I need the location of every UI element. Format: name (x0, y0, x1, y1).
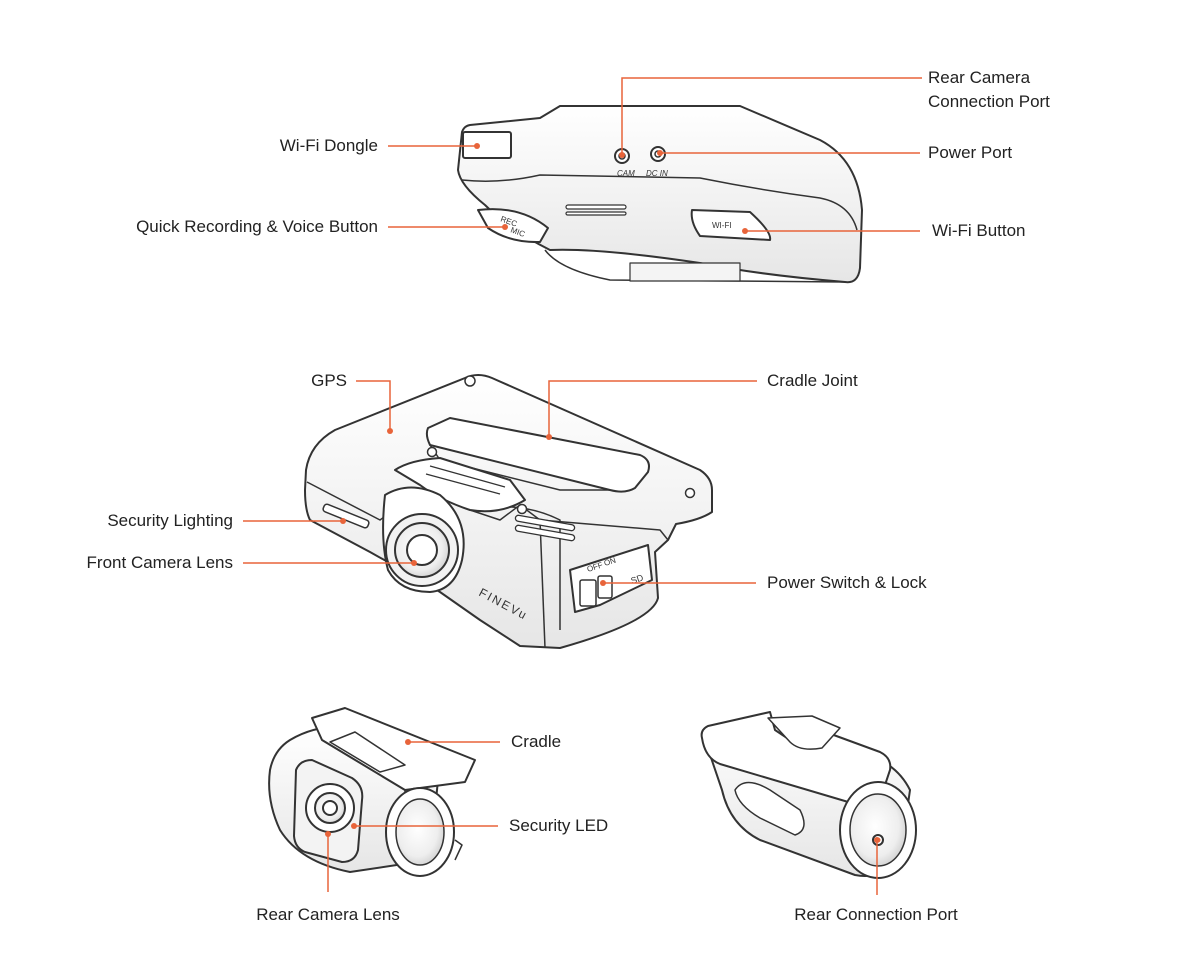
label-security-lighting: Security Lighting (107, 511, 233, 530)
label-gps: GPS (311, 371, 347, 390)
leader-dots (325, 143, 880, 843)
label-cradle: Cradle (511, 732, 562, 751)
label-power-switch-lock: Power Switch & Lock (767, 573, 927, 592)
label-rear-connection-port: Rear Connection Port (794, 905, 958, 924)
rear-camera-back-device (700, 711, 917, 879)
label-security-led: Security LED (509, 816, 609, 835)
wifi-mark: WI-FI (712, 221, 732, 230)
label-cradle-joint: Cradle Joint (767, 371, 858, 390)
label-wifi-dongle: Wi-Fi Dongle (279, 136, 378, 155)
label-rear-camera-port-line2: Connection Port (928, 92, 1050, 111)
label-quick-recording-button: Quick Recording & Voice Button (136, 217, 378, 236)
label-rear-camera-port-line1: Rear Camera (928, 68, 1031, 87)
label-rear-camera-lens: Rear Camera Lens (256, 905, 400, 924)
cam-mark: CAM (617, 169, 635, 178)
rear-camera-front-device (268, 707, 476, 877)
top-view-device (457, 105, 863, 284)
leader-lines (243, 77, 922, 895)
label-front-camera-lens: Front Camera Lens (86, 553, 233, 572)
dcin-mark: DC IN (646, 169, 668, 178)
label-wifi-button: Wi-Fi Button (932, 221, 1026, 240)
label-power-port: Power Port (928, 143, 1013, 162)
on-mark: ON (603, 556, 617, 568)
